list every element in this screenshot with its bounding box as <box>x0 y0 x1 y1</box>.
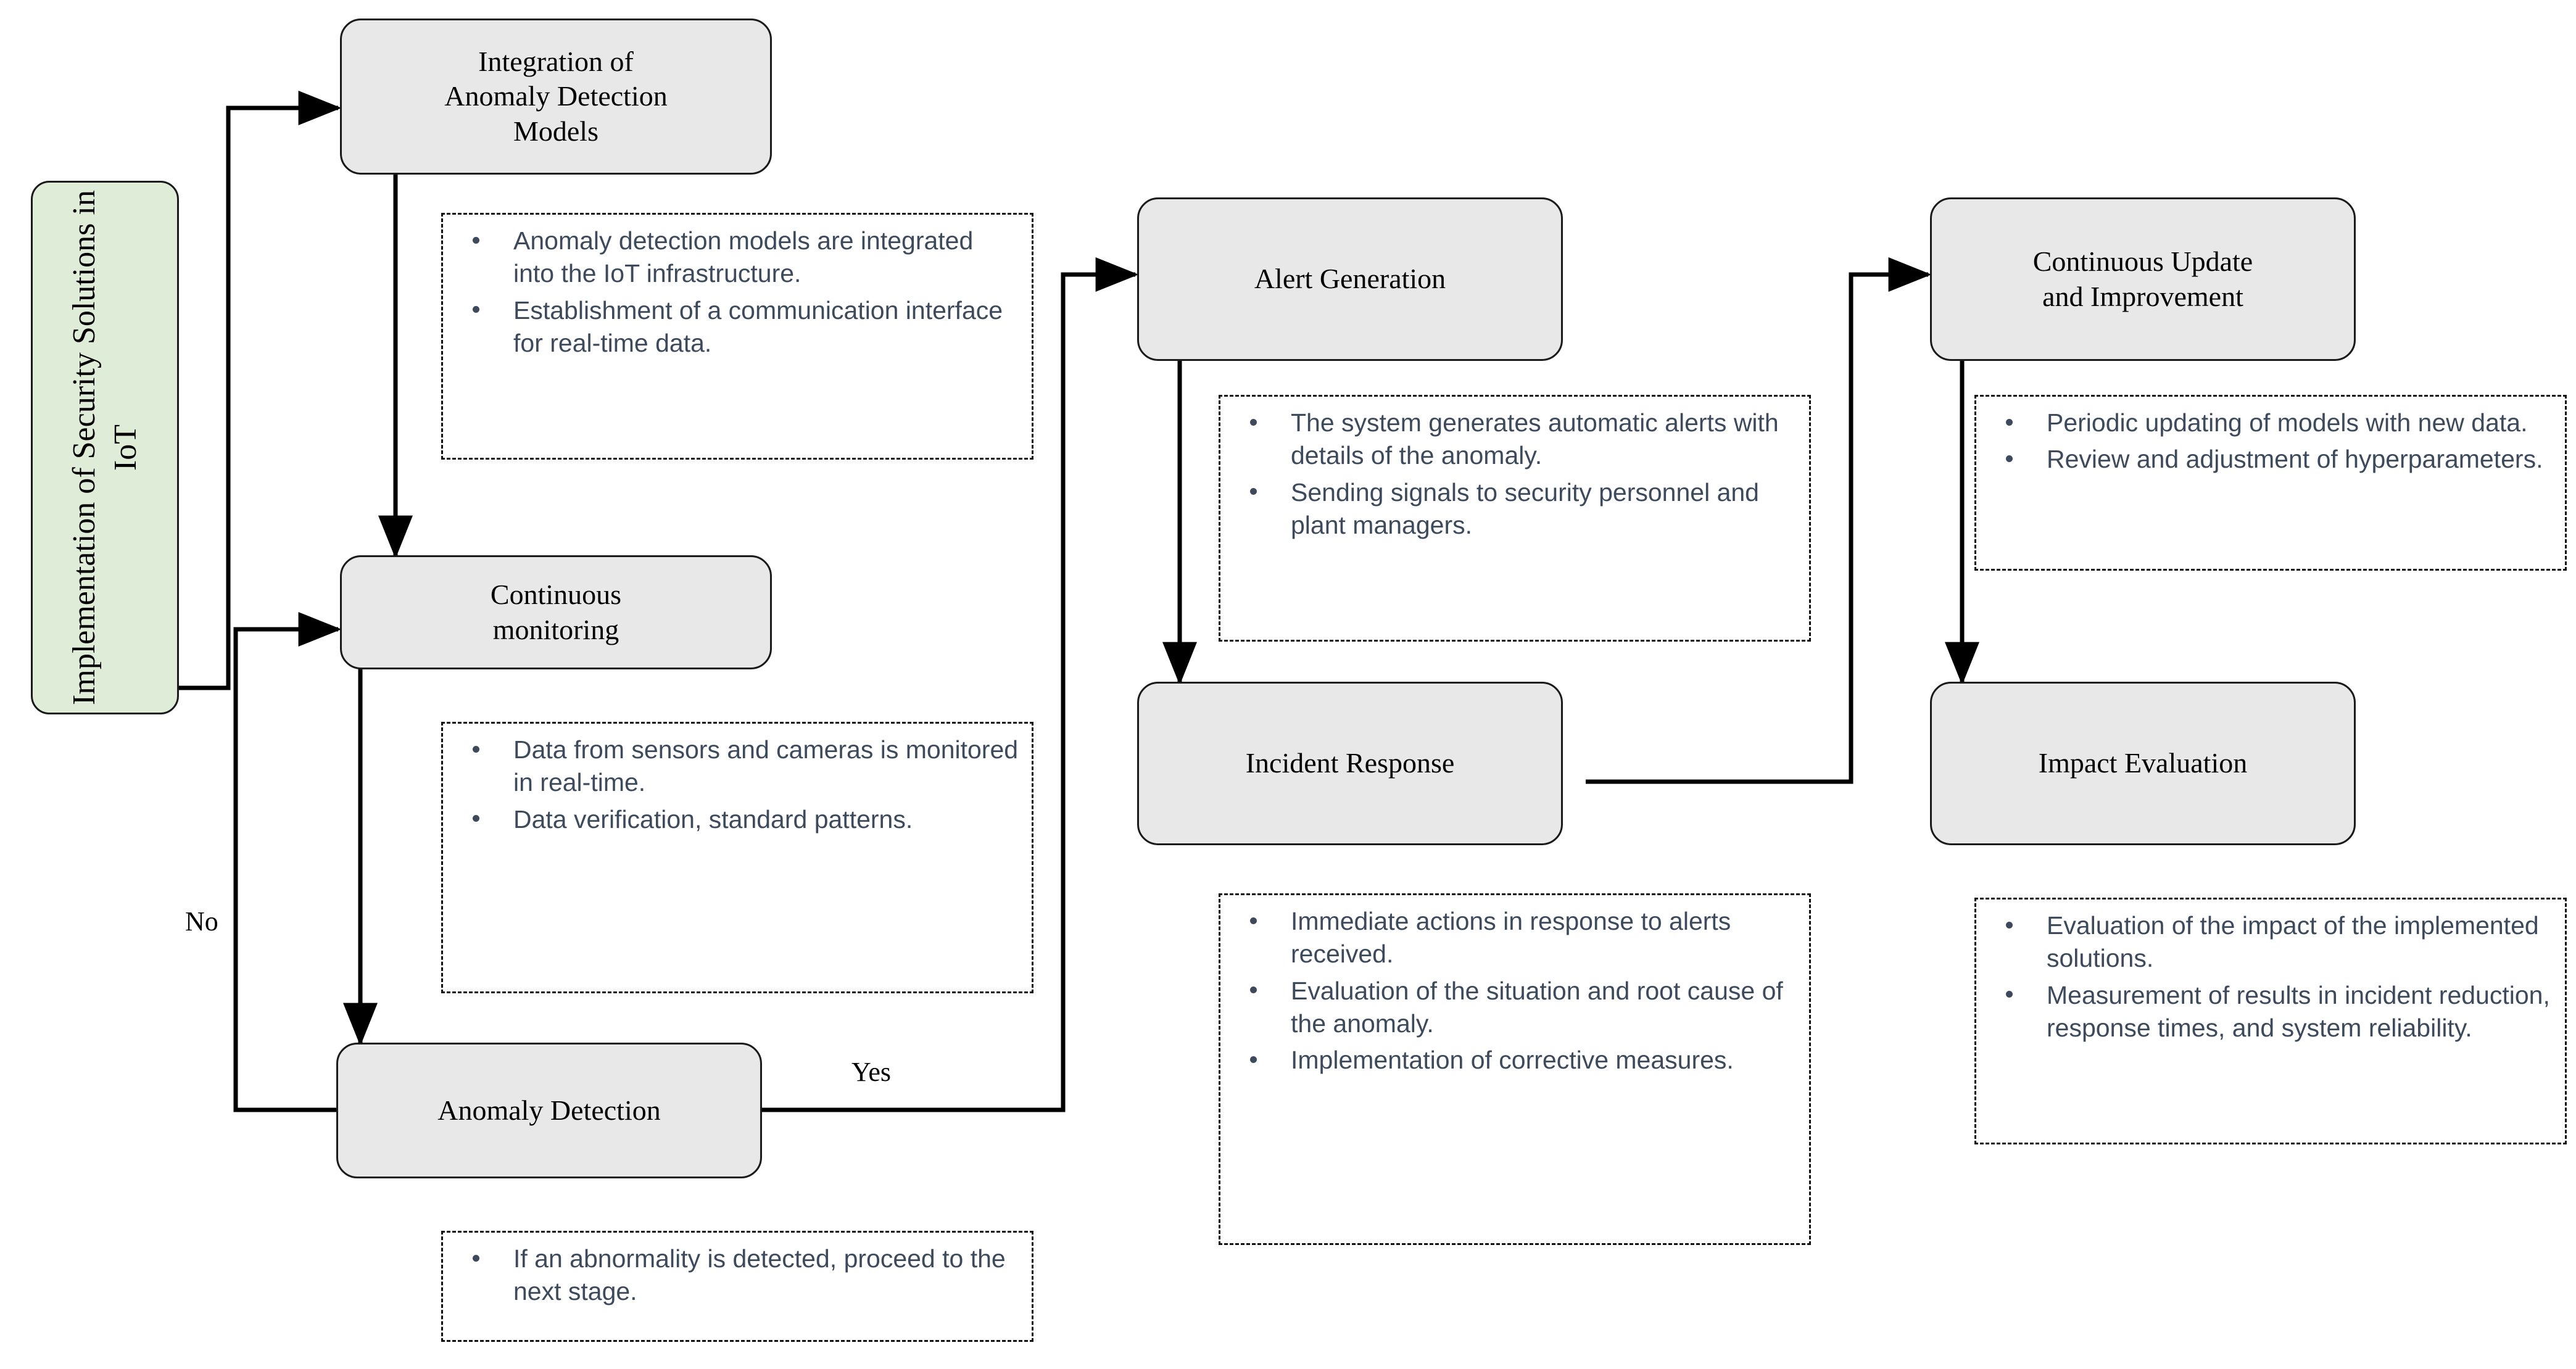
list-item-text: Sending signals to security personnel an… <box>1291 478 1759 539</box>
note-update-list: Periodic updating of models with new dat… <box>1982 407 2554 476</box>
list-item-text: Implementation of corrective measures. <box>1291 1046 1734 1075</box>
list-item-text: Evaluation of the impact of the implemen… <box>2047 911 2539 973</box>
bullet-dot-icon <box>2006 921 2013 929</box>
bullet-dot-icon <box>473 1254 479 1262</box>
node-alert-generation[interactable]: Alert Generation <box>1137 197 1563 361</box>
list-item: Data verification, standard patterns. <box>449 803 1021 836</box>
bullet-dot-icon <box>473 306 479 313</box>
node-incident-response[interactable]: Incident Response <box>1137 682 1563 845</box>
list-item-text: If an abnormality is detected, proceed t… <box>513 1244 1006 1306</box>
list-item: Evaluation of the situation and root cau… <box>1227 975 1798 1041</box>
list-item: Evaluation of the impact of the implemen… <box>1982 909 2554 975</box>
list-item-text: Evaluation of the situation and root cau… <box>1291 976 1783 1038</box>
list-item: Review and adjustment of hyperparameters… <box>1982 443 2554 476</box>
list-item-text: Establishment of a communication interfa… <box>513 296 1003 357</box>
bullet-dot-icon <box>1250 1056 1257 1063</box>
bullet-dot-icon <box>473 236 479 244</box>
bullet-dot-icon <box>1250 418 1257 426</box>
note-monitoring-list: Data from sensors and cameras is monitor… <box>449 734 1021 836</box>
edge-banner-to-integration <box>179 91 342 690</box>
note-integration: Anomaly detection models are integrated … <box>441 213 1033 460</box>
note-update: Periodic updating of models with new dat… <box>1974 395 2567 571</box>
banner-label-line2: IoT <box>107 424 143 471</box>
list-item: Immediate actions in response to alerts … <box>1227 905 1798 971</box>
note-impact: Evaluation of the impact of the implemen… <box>1974 898 2567 1144</box>
note-impact-list: Evaluation of the impact of the implemen… <box>1982 909 2554 1044</box>
banner-label-line1: Implementation of Security Solutions in <box>66 190 102 705</box>
list-item-text: The system generates automatic alerts wi… <box>1291 408 1779 470</box>
note-detection: If an abnormality is detected, proceed t… <box>441 1231 1033 1342</box>
bullet-dot-icon <box>1250 917 1257 924</box>
list-item-text: Data from sensors and cameras is monitor… <box>513 735 1019 797</box>
edge-label-yes: Yes <box>851 1057 892 1087</box>
list-item-text: Measurement of results in incident reduc… <box>2047 980 2550 1042</box>
list-item-text: Review and adjustment of hyperparameters… <box>2047 445 2543 474</box>
bullet-dot-icon <box>473 745 479 753</box>
note-monitoring: Data from sensors and cameras is monitor… <box>441 722 1033 993</box>
note-integration-list: Anomaly detection models are integrated … <box>449 225 1021 360</box>
note-incident-list: Immediate actions in response to alerts … <box>1227 905 1798 1077</box>
bullet-dot-icon <box>2006 991 2013 998</box>
list-item: Establishment of a communication interfa… <box>449 294 1021 360</box>
list-item: If an abnormality is detected, proceed t… <box>449 1243 1021 1309</box>
list-item-text: Immediate actions in response to alerts … <box>1291 907 1731 969</box>
note-incident: Immediate actions in response to alerts … <box>1219 893 1811 1245</box>
list-item: Measurement of results in incident reduc… <box>1982 979 2554 1045</box>
list-item: The system generates automatic alerts wi… <box>1227 407 1798 473</box>
bullet-dot-icon <box>2006 455 2013 462</box>
node-anomaly-detection[interactable]: Anomaly Detection <box>336 1043 762 1178</box>
bullet-dot-icon <box>1250 488 1257 495</box>
bullet-dot-icon <box>2006 418 2013 426</box>
list-item: Sending signals to security personnel an… <box>1227 476 1798 542</box>
note-alert-list: The system generates automatic alerts wi… <box>1227 407 1798 542</box>
note-alert: The system generates automatic alerts wi… <box>1219 395 1811 642</box>
note-detection-list: If an abnormality is detected, proceed t… <box>449 1243 1021 1309</box>
bullet-dot-icon <box>1250 986 1257 994</box>
banner-label: Implementation of Security Solutions in … <box>64 190 146 705</box>
list-item: Implementation of corrective measures. <box>1227 1044 1798 1077</box>
list-item: Anomaly detection models are integrated … <box>449 225 1021 291</box>
edge-detection-no-to-monitoring <box>233 612 342 1112</box>
edge-label-no: No <box>185 906 218 937</box>
node-integration-of-anomaly-detection-models[interactable]: Integration of Anomaly Detection Models <box>340 19 772 175</box>
list-item: Periodic updating of models with new dat… <box>1982 407 2554 439</box>
node-continuous-monitoring[interactable]: Continuous monitoring <box>340 555 772 669</box>
list-item-text: Anomaly detection models are integrated … <box>513 226 974 288</box>
list-item-text: Data verification, standard patterns. <box>513 804 913 833</box>
list-item-text: Periodic updating of models with new dat… <box>2047 408 2528 437</box>
node-continuous-update-and-improvement[interactable]: Continuous Update and Improvement <box>1930 197 2356 361</box>
banner-implementation-of-security-solutions-in-iot: Implementation of Security Solutions in … <box>31 181 179 714</box>
list-item: Data from sensors and cameras is monitor… <box>449 734 1021 800</box>
node-impact-evaluation[interactable]: Impact Evaluation <box>1930 682 2356 845</box>
bullet-dot-icon <box>473 815 479 822</box>
